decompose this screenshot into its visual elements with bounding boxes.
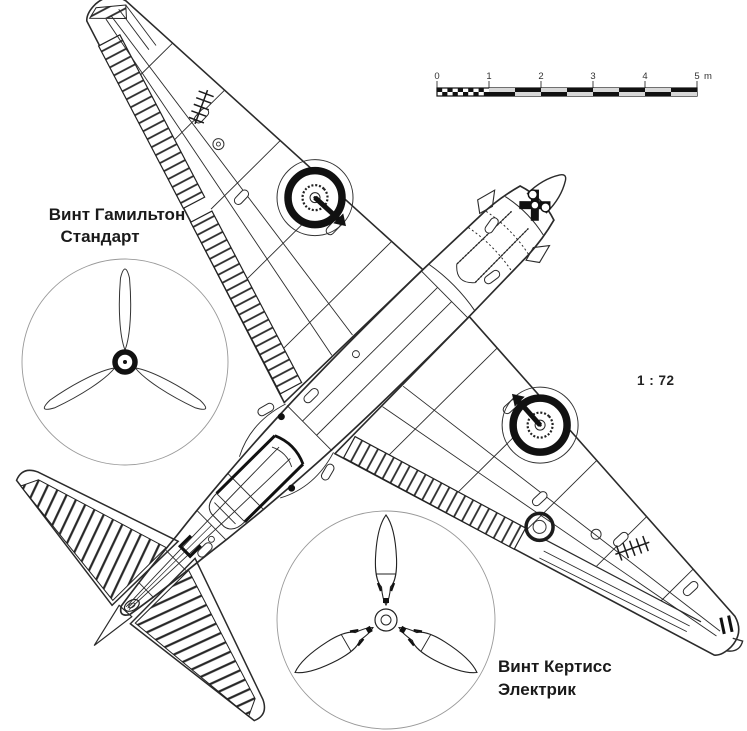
prop-disc-circle <box>276 510 496 730</box>
scoop-outline <box>208 435 304 530</box>
antenna-marks <box>188 89 650 561</box>
scoop-intake-lip <box>274 434 305 465</box>
scale-unit-label: m <box>704 71 712 82</box>
fuel-filler-ring <box>524 511 555 543</box>
scale-bar-ticks <box>436 81 698 88</box>
hamilton-label-line1: Винт Гамильтон <box>49 205 185 224</box>
wing-circles <box>212 138 602 543</box>
stabilizer-right-outline <box>129 557 266 722</box>
curtiss-hub <box>374 608 398 632</box>
scale-tick-label-3: 3 <box>590 71 595 82</box>
prop-inset-hamilton <box>21 258 229 466</box>
scoop-edge-left <box>215 434 276 495</box>
chin-scoop-serration-left <box>456 210 513 265</box>
chin-scoop-outline <box>456 211 529 284</box>
scoop-inner-lip <box>271 446 293 468</box>
tail-wheel <box>123 598 140 612</box>
scale-bar: 0 1 2 3 4 5 m <box>434 71 712 97</box>
exhaust-fairing-left <box>477 189 496 215</box>
fuselage-panel-lines <box>125 270 469 610</box>
main-wheel-right <box>501 386 579 464</box>
curtiss-label-line1: Винт Кертисс <box>498 657 612 676</box>
wingtip-right-hook <box>726 637 744 652</box>
fuel-filler-inner <box>532 519 547 534</box>
curtiss-hub-inner <box>380 614 392 626</box>
scale-tick-label-0: 0 <box>434 71 439 82</box>
wing-right-panel-lines <box>382 347 721 637</box>
hamilton-hub-center <box>123 360 127 364</box>
scoop-exit-line <box>216 493 246 523</box>
wing-left-panel-lines <box>105 4 392 356</box>
elevator-right-hatched <box>134 569 256 718</box>
firewall-line <box>428 263 476 312</box>
hamilton-blades <box>43 268 207 410</box>
main-wheel-left <box>276 159 354 237</box>
cowl-fastener-line-1 <box>468 227 513 272</box>
elevator-left-hatched <box>19 479 167 602</box>
fuselage-small-circle-aft <box>207 535 215 543</box>
scale-ratio-label: 1 : 72 <box>637 373 675 388</box>
stabilizer-left-outline <box>15 469 180 607</box>
landing-gear <box>276 159 579 464</box>
rudder-bottom-edge <box>93 604 133 646</box>
fuselage-outline <box>119 185 555 616</box>
cowling-and-spinner <box>428 173 567 312</box>
spinner <box>526 173 567 214</box>
scale-tick-label-5: 5 <box>694 71 699 82</box>
scoop-dot-left <box>277 413 285 421</box>
hamilton-label-line2: Стандарт <box>60 227 139 246</box>
comb-mark-right <box>615 535 650 561</box>
fuselage <box>119 185 555 616</box>
fuselage-small-circle <box>351 350 360 359</box>
labels: Винт Гамильтон Стандарт Винт Кертисс Эле… <box>49 205 612 699</box>
comb-mark-left <box>188 89 214 125</box>
cowl-fastener-line-2 <box>485 210 529 255</box>
scale-tick-label-1: 1 <box>486 71 491 82</box>
propeller-hub <box>519 189 551 221</box>
prop-inset-curtiss <box>276 510 496 730</box>
wing-right-outline <box>333 315 740 656</box>
wing-left-small-circle <box>212 138 225 151</box>
curtiss-blades <box>294 514 478 674</box>
scoop-flap-line <box>214 502 236 525</box>
scale-tick-label-4: 4 <box>642 71 647 82</box>
tail-surfaces <box>15 469 266 722</box>
wingtip-right-marks <box>719 615 734 635</box>
chin-scoop-serration-right <box>474 227 529 284</box>
scale-tick-label-2: 2 <box>538 71 543 82</box>
wing-right-small-circle <box>590 528 602 540</box>
scoop-edge-right <box>243 463 305 523</box>
radiator-scoop <box>208 413 305 530</box>
wing-left-small-circle-inner <box>215 141 221 147</box>
scale-bar-checker <box>437 88 697 96</box>
exhaust-fairing-right <box>525 244 551 264</box>
prop-disc-circle <box>21 258 229 466</box>
flap-left-hatched <box>189 210 303 395</box>
access-panels <box>194 107 699 597</box>
scoop-dot-right <box>288 484 296 492</box>
curtiss-label-line2: Электрик <box>498 680 576 699</box>
aileron-left-hatched <box>97 34 206 210</box>
tail-wheel-well <box>177 534 202 559</box>
wing-left-outline <box>86 0 425 404</box>
cowl-ring-line <box>504 196 544 236</box>
wingtip-left-hatch <box>88 4 127 19</box>
